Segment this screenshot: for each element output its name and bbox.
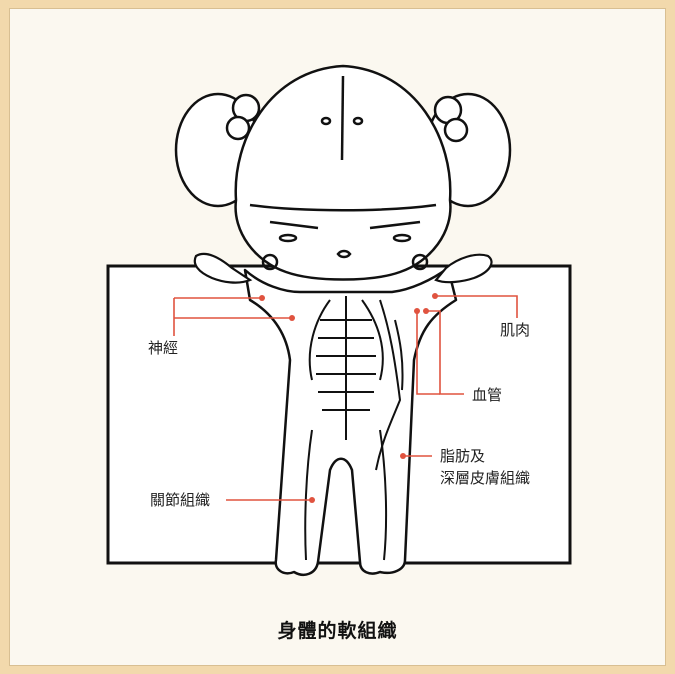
muscle-label: 肌肉: [500, 320, 530, 340]
fat-label-line2: 深層皮膚組織: [440, 468, 530, 488]
head: [236, 66, 451, 280]
caption: 身體的軟組織: [0, 616, 675, 643]
joint-label: 關節組織: [150, 490, 210, 510]
blood-vessel-label: 血管: [472, 385, 502, 405]
nerve-label: 神經: [148, 338, 178, 358]
fat-label-line1: 脂肪及: [440, 446, 485, 466]
